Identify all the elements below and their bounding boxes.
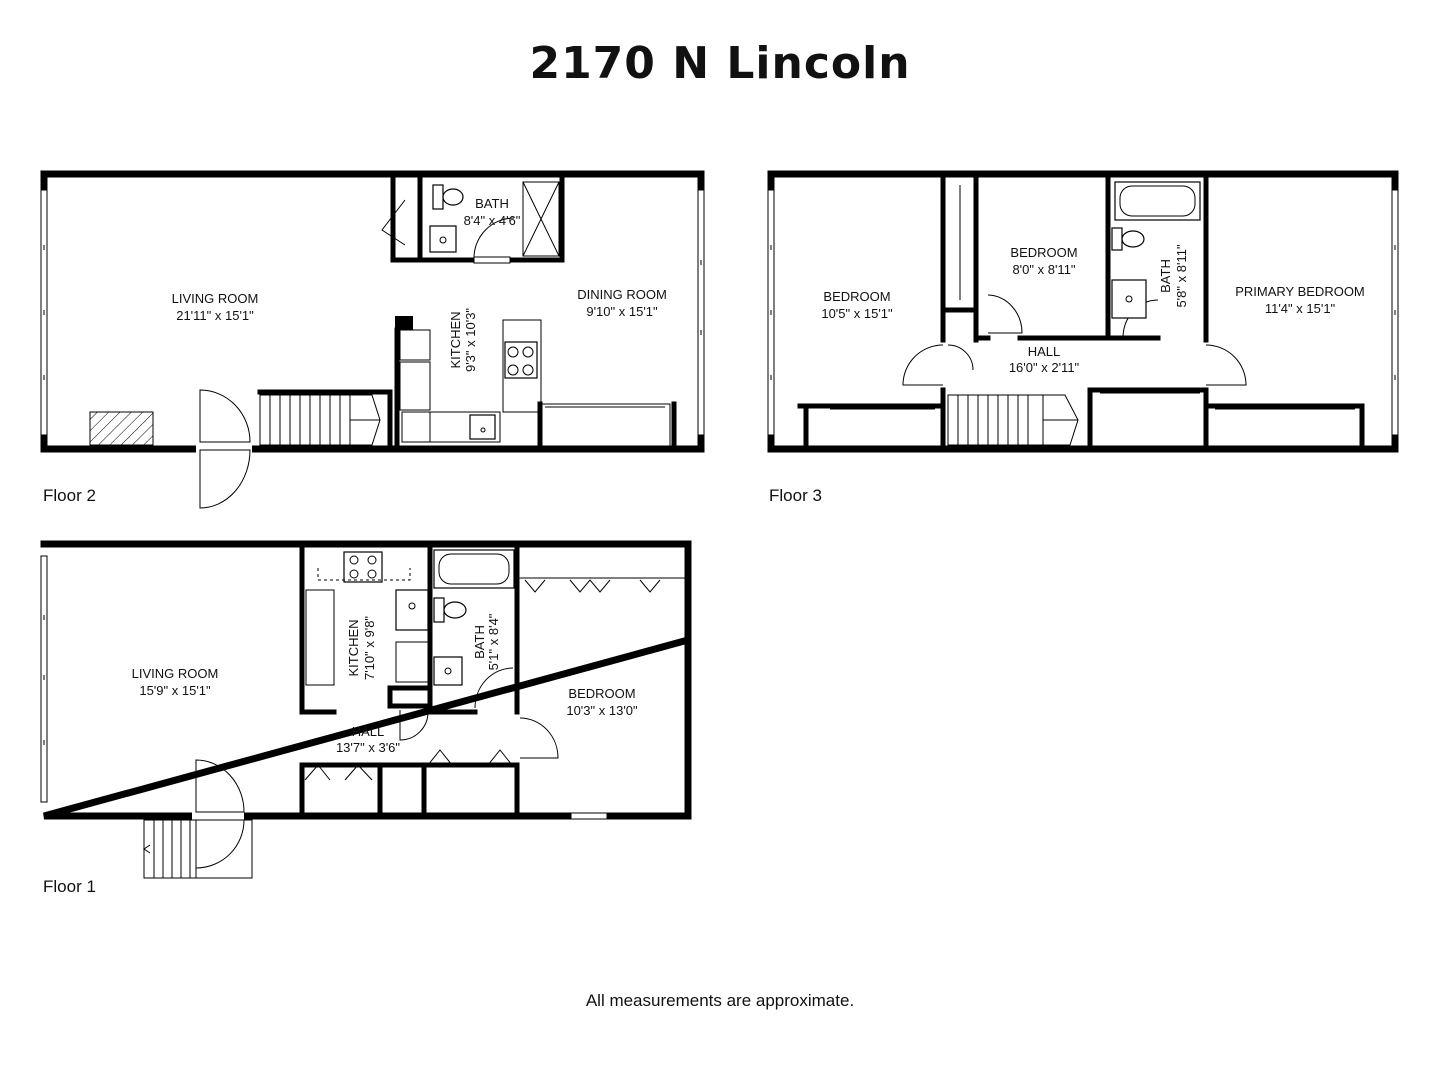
floor-2-bath-sink-icon [429,225,457,253]
floor-2-living-room-label: LIVING ROOM [172,291,259,306]
floor-1-entry-door-icon [192,759,253,879]
floor-3-toilet-icon [1111,227,1145,251]
floor-1-entry-stairs [143,819,197,879]
floor-1-kitchen-label: KITCHEN [346,619,361,676]
floor-1-windows [40,555,608,820]
floor-2-entry-door-icon [196,389,252,509]
floor-2-bath-label: BATH [475,196,509,211]
floor-3-label: Floor 3 [769,486,822,505]
floor-3-hall-label: HALL [1028,344,1061,359]
floor-1-label: Floor 1 [43,877,96,896]
floor-2-label: Floor 2 [43,486,96,505]
floor-3-closet-doors [830,185,1355,410]
floor-2-kitchen-label: KITCHEN [448,311,463,368]
floor-2-plan: LIVING ROOM 21'11" x 15'1" BATH 8'4" x 4… [40,170,705,509]
floor-1-door-swings [304,579,661,781]
floor-2-dining-room-label: DINING ROOM [577,287,667,302]
floor-3-bathtub-icon [1114,181,1201,221]
floor-2-living-room-dims: 21'11" x 15'1" [176,308,254,323]
floor-2-toilet-icon [432,184,464,210]
measurement-disclaimer: All measurements are approximate. [585,991,855,1010]
floor-3-primary-bedroom-dims: 11'4" x 15'1" [1265,301,1336,316]
floor-1-outer-walls [40,540,692,820]
floor-1-toilet-icon [433,597,467,623]
floor-3-interior-walls [797,175,1365,448]
floor-3-bedroom-left-label: BEDROOM [823,289,890,304]
page-title: 2170 N Lincoln [529,38,911,89]
floor-1-living-room-label: LIVING ROOM [132,666,219,681]
floor-1-plan: LIVING ROOM 15'9" x 15'1" KITCHEN 7'10" … [40,540,692,896]
floor-3-plan: BEDROOM 10'5" x 15'1" BEDROOM 8'0" x 8'1… [767,170,1399,505]
floor-3-bath-label: BATH [1158,259,1173,293]
floor-1-bathtub-icon [433,549,515,589]
floor-1-bath-sink-icon [433,656,463,686]
floor-3-primary-bedroom-label: PRIMARY BEDROOM [1235,284,1365,299]
floor-2-fireplace-icon [89,411,154,446]
floor-2-kitchen-dims: 9'3" x 10'3" [463,308,478,372]
floor-2-bath-dims: 8'4" x 4'6" [464,213,521,228]
floor-3-bath-dims: 5'8" x 8'11" [1174,244,1189,307]
floor-3-bedroom-left-dims: 10'5" x 15'1" [821,306,893,321]
floor-1-hall-label: HALL [352,724,385,739]
floor-3-bedroom-mid-dims: 8'0" x 8'11" [1012,262,1075,277]
floor-3-door-swings [902,294,1247,386]
floor-1-living-room-dims: 15'9" x 15'1" [139,683,211,698]
floor-1-kitchen-dims: 7'10" x 9'8" [362,616,377,680]
floor-3-hall-dims: 16'0" x 2'11" [1009,360,1080,375]
floor-2-kitchen-walls [394,316,542,448]
floor-2-dining-storage [537,401,677,449]
floor-3-stairs [947,394,1079,446]
floor-1-bath-label: BATH [472,625,487,659]
floor-3-windows [767,189,1399,436]
floor-1-bedroom-label: BEDROOM [568,686,635,701]
floor-2-windows [40,189,705,436]
floor-2-stairs [257,389,393,448]
floor-1-bath-dims: 5'1" x 8'4" [486,613,501,670]
floor-3-bedroom-mid-label: BEDROOM [1010,245,1077,260]
floor-3-bath-sink-icon [1111,279,1147,319]
floor-2-dining-room-dims: 9'10" x 15'1" [586,304,658,319]
floor-1-hall-dims: 13'7" x 3'6" [336,740,400,755]
floor-1-bedroom-dims: 10'3" x 13'0" [566,703,638,718]
floor-1-interior-walls [299,545,688,815]
floor-1-kitchen-fixtures [305,551,429,686]
floor-2-bath-walls [381,175,565,264]
